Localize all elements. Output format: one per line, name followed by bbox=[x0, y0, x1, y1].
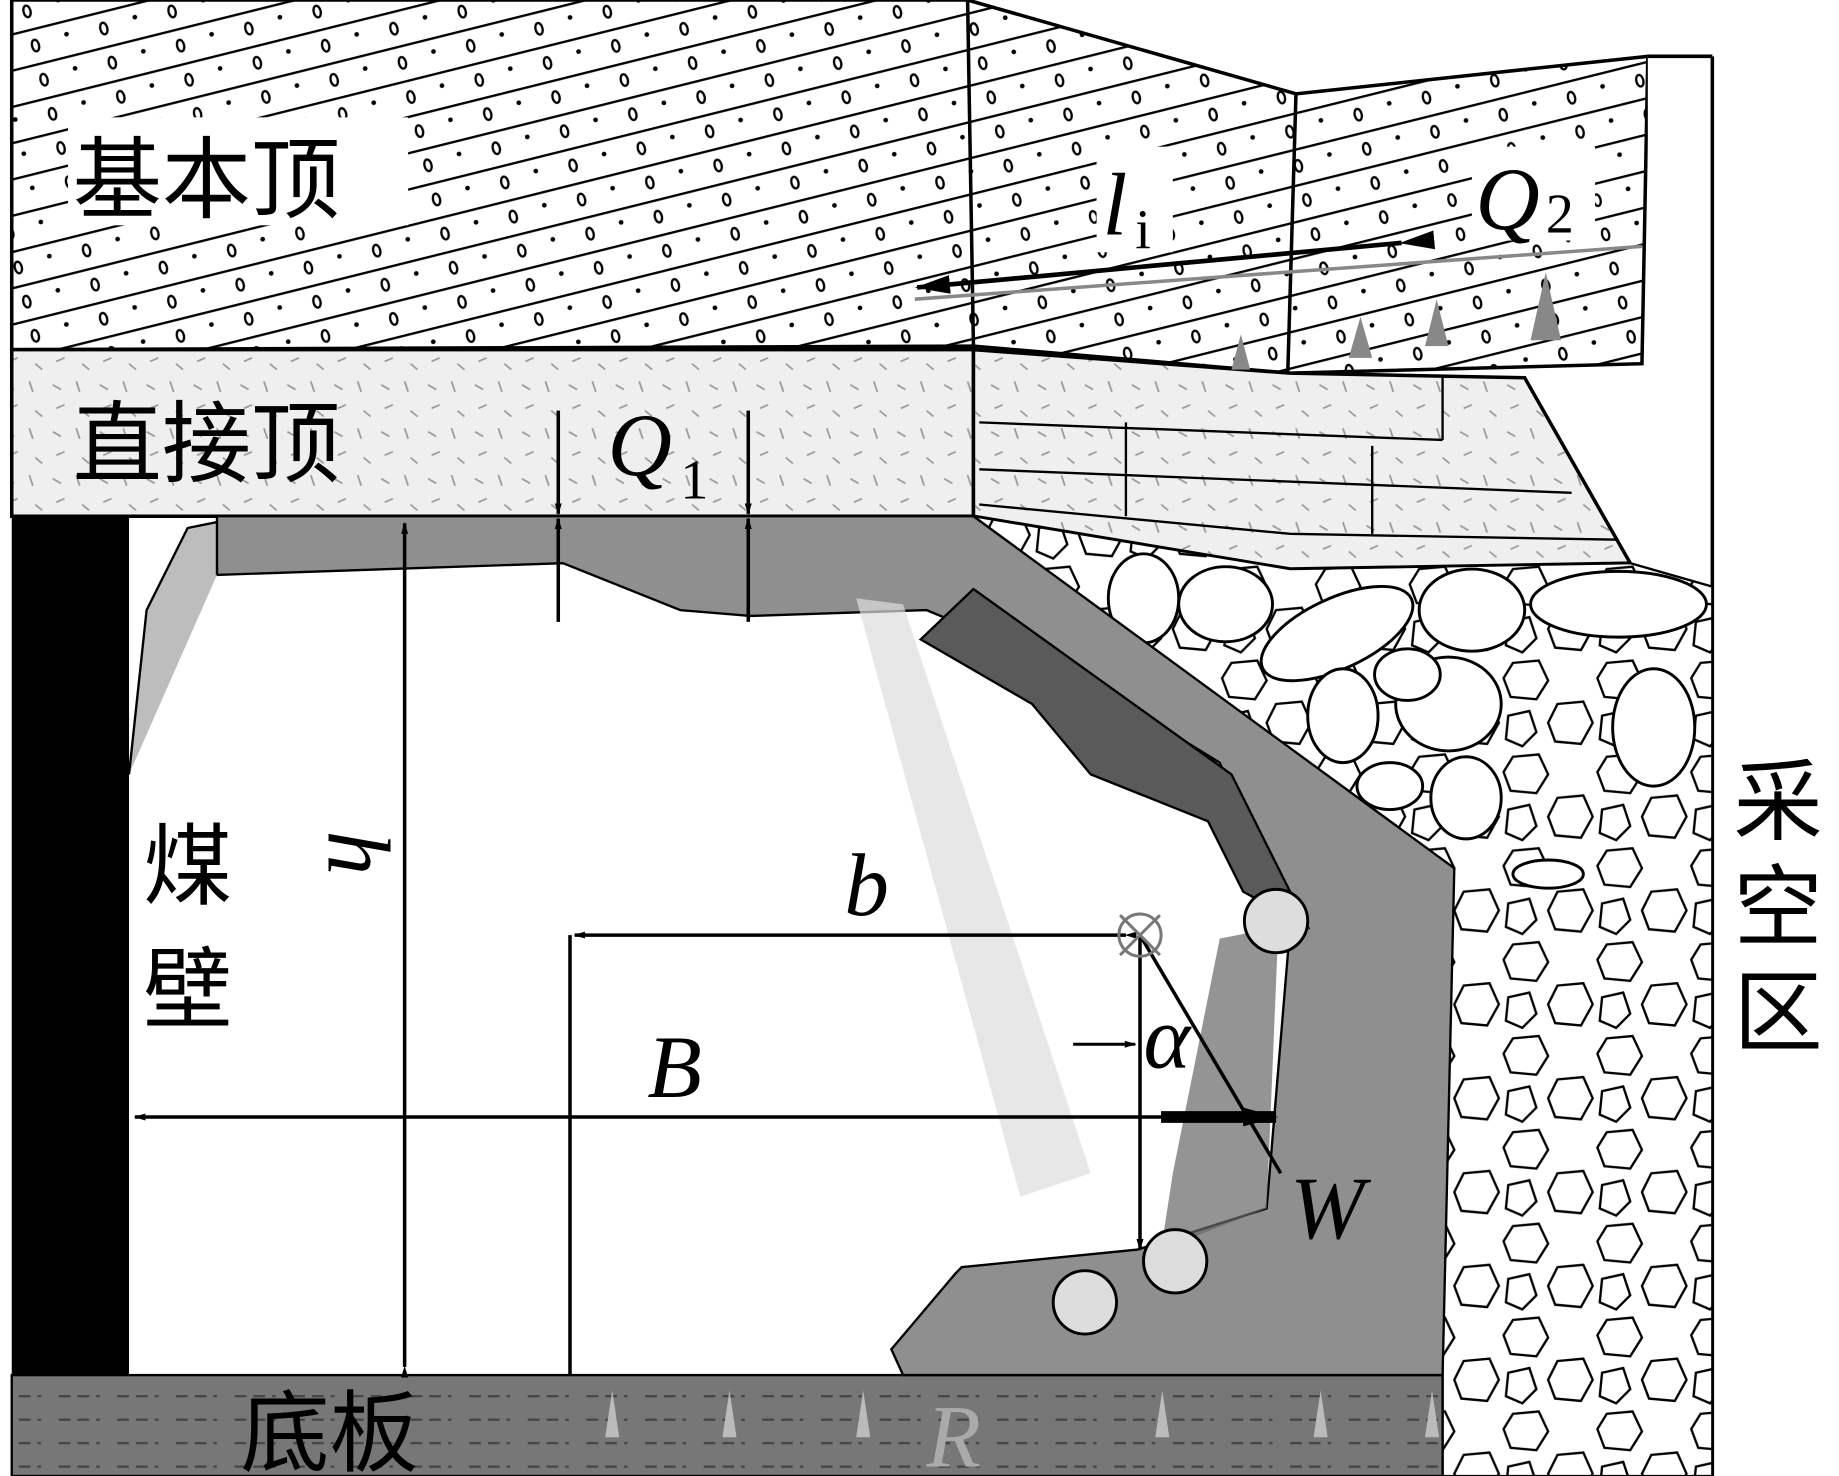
broken-roof-cracks bbox=[979, 377, 1619, 541]
gob-boulders bbox=[1106, 552, 1708, 890]
symbol-alpha: α bbox=[1144, 990, 1193, 1088]
roof-support-body bbox=[215, 515, 1456, 1377]
symbol-b: b bbox=[844, 837, 889, 935]
main-roof-label: 基本顶 bbox=[73, 129, 340, 233]
symbol-Q1-subscript: 1 bbox=[680, 450, 708, 512]
li-arrow bbox=[914, 230, 1436, 294]
symbol-Q1: Q bbox=[608, 397, 672, 495]
Q2-load-triangles bbox=[914, 244, 1643, 370]
gob-label-1: 采 bbox=[1733, 751, 1822, 855]
floor-label: 底板 bbox=[240, 1382, 418, 1476]
canopy-shield bbox=[127, 520, 219, 775]
light-beam-shade bbox=[856, 598, 1091, 1197]
symbol-Q2-subscript: 2 bbox=[1546, 183, 1574, 245]
symbol-Q2: Q bbox=[1475, 151, 1539, 249]
coal-wall bbox=[11, 516, 130, 1376]
gob-label-3: 区 bbox=[1733, 962, 1822, 1066]
Q2-label-bg bbox=[1471, 146, 1596, 241]
immediate-roof-label: 直接顶 bbox=[73, 393, 340, 497]
hinge-pin-top bbox=[1242, 887, 1310, 955]
li-label-bg bbox=[1096, 146, 1173, 253]
support-leg-shadow bbox=[1161, 926, 1279, 1250]
gob-label-2: 空 bbox=[1733, 857, 1822, 961]
symbol-l-subscript: i bbox=[1135, 200, 1151, 262]
resultant-inclined-line bbox=[1138, 934, 1283, 1175]
symbol-R: R bbox=[926, 1389, 981, 1476]
main-roof-label-bg bbox=[68, 117, 409, 226]
base-roller-2 bbox=[1051, 1269, 1119, 1336]
coal-wall-label-1: 煤 bbox=[143, 816, 232, 920]
symbol-h: h bbox=[308, 831, 406, 876]
resultant-point-icon bbox=[1117, 912, 1163, 958]
coal-wall-label-2: 壁 bbox=[143, 939, 232, 1043]
symbol-W: W bbox=[1290, 1160, 1371, 1258]
symbol-l: l bbox=[1102, 157, 1127, 255]
caving-shield-beam bbox=[918, 587, 1311, 930]
R-floor-reaction-triangles bbox=[605, 1390, 1440, 1438]
base-roller-1 bbox=[1142, 1228, 1209, 1295]
symbol-B: B bbox=[647, 1019, 701, 1117]
